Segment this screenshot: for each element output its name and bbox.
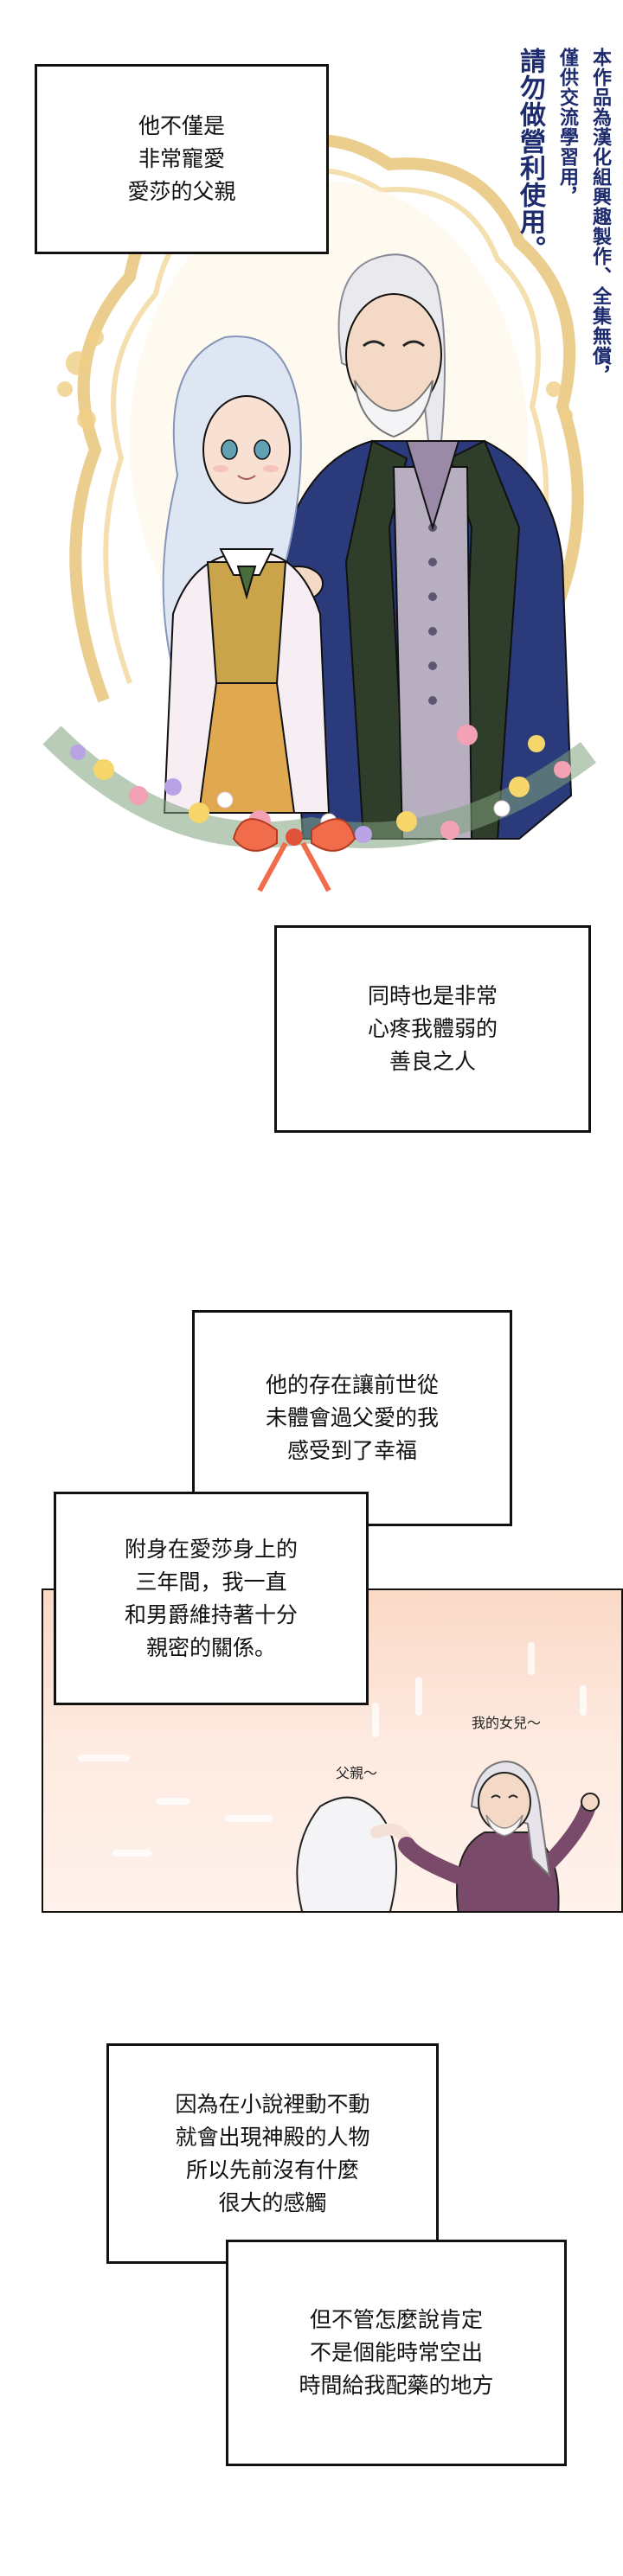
caption-1-line-3: 愛莎的父親	[127, 179, 236, 204]
caption-box-4: 附身在愛莎身上的 三年間，我一直 和男爵維持著十分 親密的關係。	[54, 1492, 369, 1705]
caption-5-line-3: 所以先前沒有什麼	[185, 2157, 359, 2183]
caption-1-line-1: 他不僅是	[138, 113, 225, 138]
caption-1-line-2: 非常寵愛	[138, 146, 225, 171]
caption-4-line-2: 三年間，我一直	[135, 1569, 287, 1595]
chibi-panel: 我的女兒～ 父親～	[42, 1588, 623, 1913]
father-exclamation: 我的女兒～	[472, 1715, 542, 1731]
daughter-exclamation: 父親～	[336, 1765, 378, 1781]
caption-3-line-3: 感受到了幸福	[286, 1438, 417, 1463]
caption-2-line-3: 善良之人	[389, 1049, 476, 1074]
caption-6-line-2: 不是個能時常空出	[309, 2340, 483, 2365]
translator-notice: 本作品為漢化組興趣製作、全集無償， 僅供交流學習用， 請勿做營利使用。	[515, 48, 614, 549]
caption-6-line-1: 但不管怎麼說肯定	[309, 2307, 483, 2332]
caption-5-line-2: 就會出現神殿的人物	[175, 2124, 370, 2150]
caption-5-line-1: 因為在小說裡動不動	[175, 2091, 370, 2117]
flower-wreath	[42, 725, 596, 892]
caption-box-5: 因為在小說裡動不動 就會出現神殿的人物 所以先前沒有什麼 很大的感觸	[106, 2043, 439, 2264]
caption-4-line-4: 親密的關係。	[145, 1634, 276, 1660]
chibi-hug-illustration	[296, 1760, 600, 1911]
notice-line-3: 請勿做營利使用。	[515, 48, 545, 262]
daughter-figure	[162, 336, 331, 814]
caption-box-3: 他的存在讓前世從 未體會過父愛的我 感受到了幸福	[192, 1310, 512, 1526]
caption-box-1: 他不僅是 非常寵愛 愛莎的父親	[35, 64, 329, 254]
caption-5-line-4: 很大的感觸	[218, 2189, 327, 2215]
father-figure	[273, 253, 573, 840]
notice-line-1: 本作品為漢化組興趣製作、全集無償，	[589, 48, 612, 386]
caption-6-line-3: 時間給我配藥的地方	[299, 2373, 494, 2398]
caption-4-line-1: 附身在愛莎身上的	[124, 1536, 298, 1562]
notice-line-2: 僅供交流學習用，	[556, 48, 579, 207]
caption-3-line-1: 他的存在讓前世從	[265, 1372, 439, 1397]
caption-box-6: 但不管怎麼說肯定 不是個能時常空出 時間給我配藥的地方	[226, 2240, 567, 2466]
caption-4-line-3: 和男爵維持著十分	[124, 1601, 298, 1627]
father-daughter-illustration	[42, 134, 596, 892]
caption-3-line-2: 未體會過父愛的我	[265, 1405, 439, 1430]
caption-2-line-2: 心疼我體弱的	[367, 1016, 498, 1041]
caption-box-2: 同時也是非常 心疼我體弱的 善良之人	[274, 925, 591, 1133]
caption-2-line-1: 同時也是非常	[367, 983, 498, 1008]
